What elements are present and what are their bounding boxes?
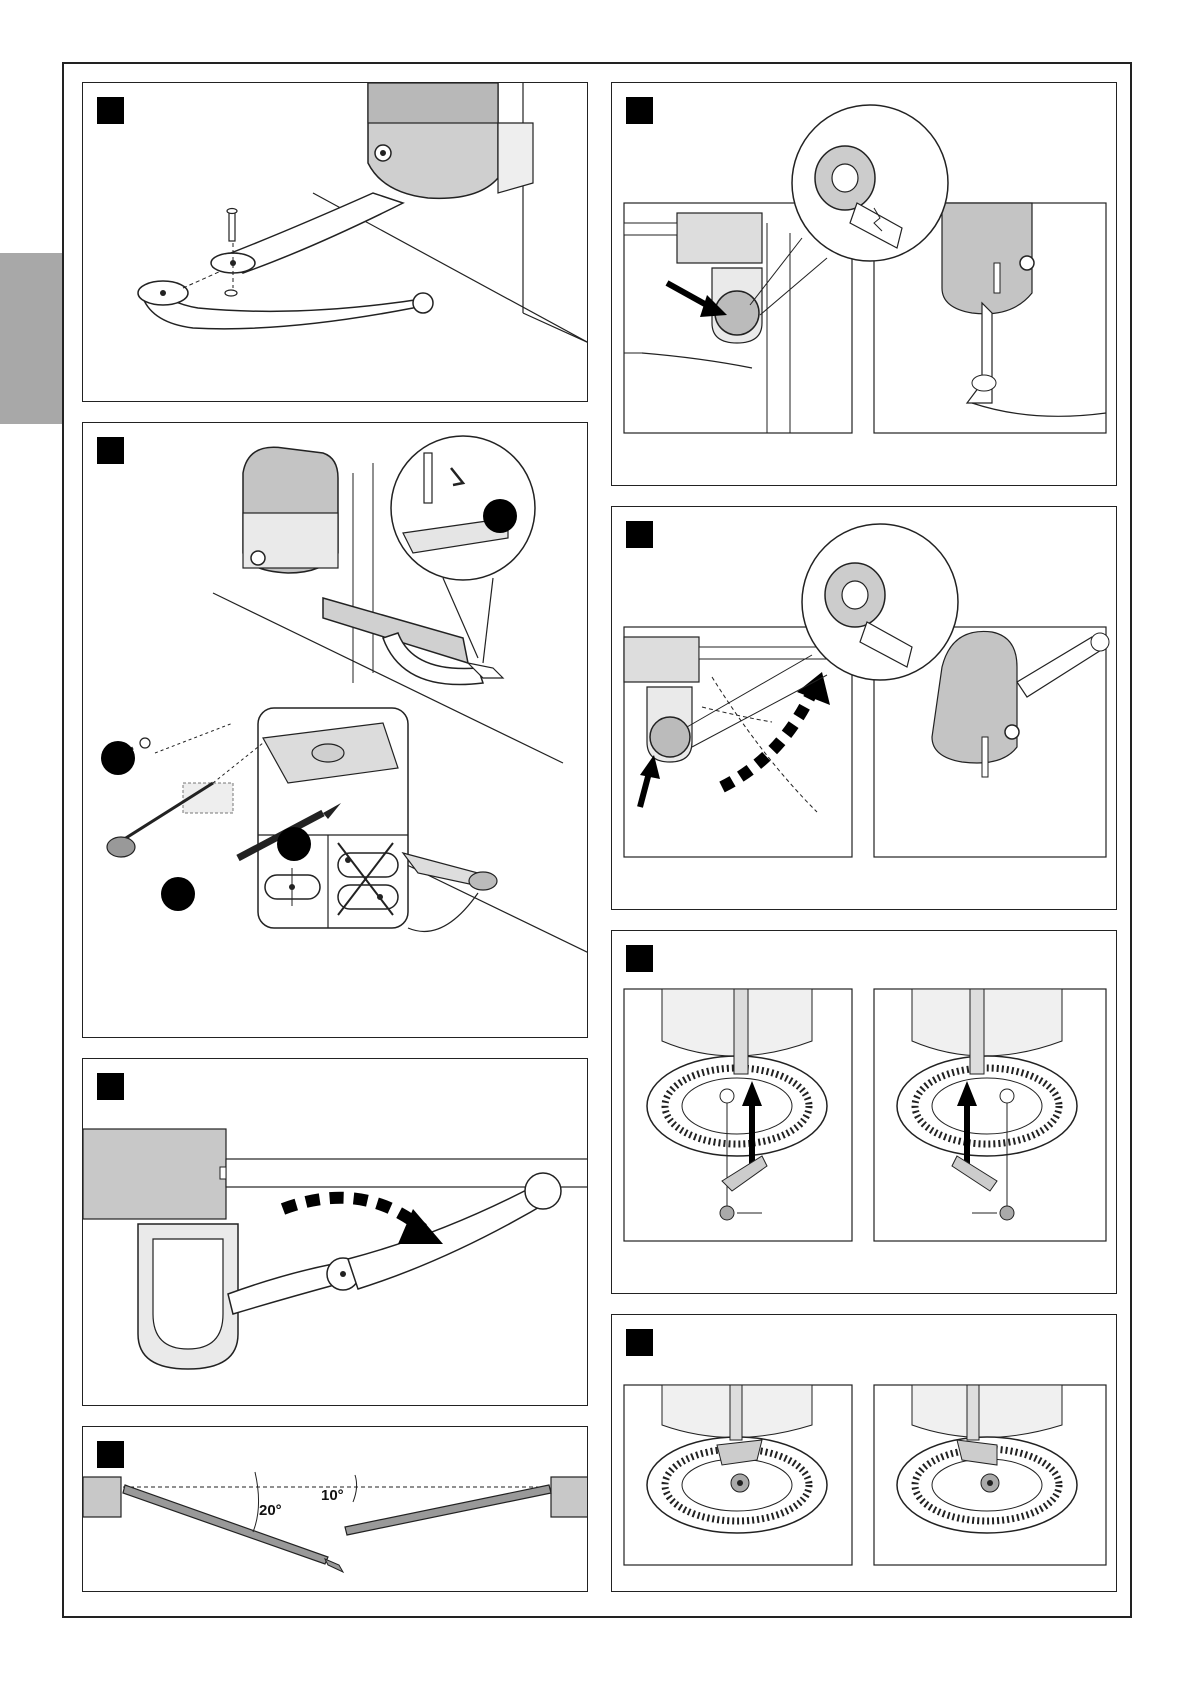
stop-detail-illustration-b (612, 507, 1117, 910)
panel-step-2 (82, 422, 588, 1038)
panel-step-1 (82, 82, 588, 402)
angle-label-right: 10° (321, 1487, 344, 1504)
angle-label-left: 20° (259, 1502, 282, 1519)
callout-marker-2 (101, 741, 135, 775)
panel-step-5 (611, 82, 1117, 486)
panel-step-3 (82, 1058, 588, 1406)
arm-swing-illustration (83, 1059, 588, 1406)
gear-stop-insert-illustration (612, 931, 1117, 1294)
panel-step-8 (611, 1314, 1117, 1592)
arm-assembly-illustration (83, 83, 588, 402)
panel-step-7 (611, 930, 1117, 1294)
section-tab (0, 253, 62, 424)
stop-detail-illustration-a (612, 83, 1117, 486)
callout-marker-1 (483, 499, 517, 533)
panel-step-4: 20° 10° (82, 1426, 588, 1592)
gear-stop-fixed-illustration (612, 1315, 1117, 1592)
callout-marker-3 (277, 827, 311, 861)
panel-step-6 (611, 506, 1117, 910)
leaf-angles-illustration (83, 1427, 588, 1592)
callout-marker-4 (161, 877, 195, 911)
